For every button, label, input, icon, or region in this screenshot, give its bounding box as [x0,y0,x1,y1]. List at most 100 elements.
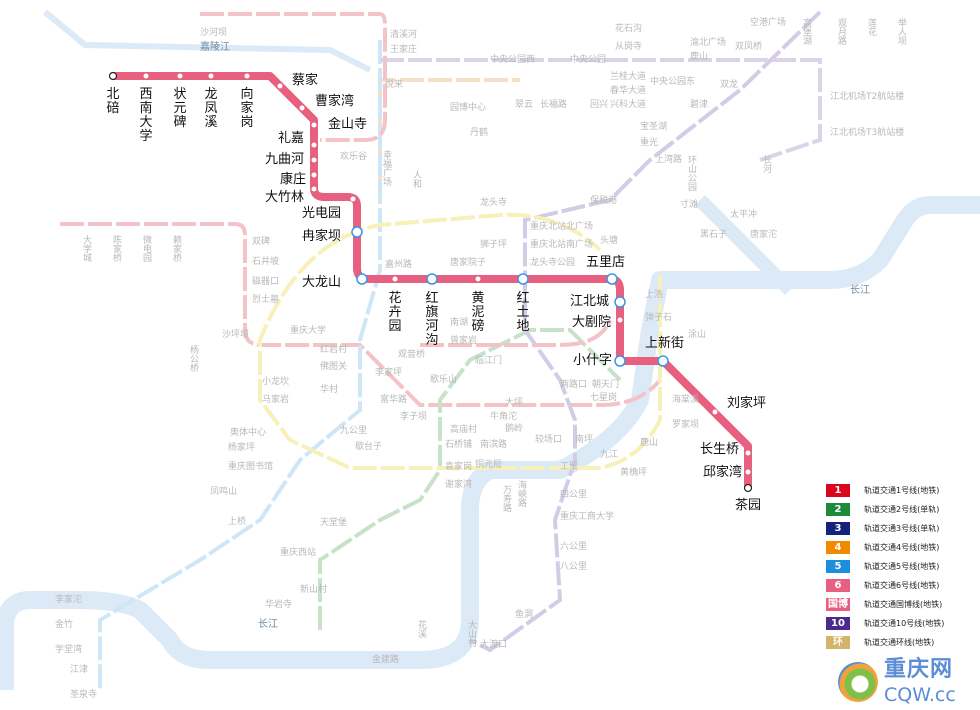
station-label[interactable]: 光电园 [302,206,342,221]
background-station-label: 海棠溪 [672,395,700,405]
station-label[interactable]: 曹家湾 [315,94,355,109]
background-station-label: 园博中心 [450,103,487,113]
station-label[interactable]: 黄泥磅 [471,291,485,334]
legend-label: 轨道交通3号线(单轨) [864,524,940,533]
background-station-label: 江北机场T2航站楼 [830,92,905,102]
station-marker [311,142,317,148]
background-station-label: 高堡湖 [801,18,811,45]
station-label[interactable]: 龙凤溪 [204,87,218,130]
station-label[interactable]: 红土地 [516,291,530,334]
line10-bg [380,58,822,162]
background-station-label: 重庆北站南广场 [530,240,594,250]
background-station-label: 富华路 [380,395,408,405]
station-label[interactable]: 江北城 [570,294,610,309]
station-label[interactable]: 邱家湾 [703,465,743,480]
station-label[interactable]: 花卉园 [388,291,402,334]
background-station-label: 上桥 [228,517,247,527]
background-station-label: 鹿山 [640,438,659,448]
line-badge: 4 [826,541,850,554]
background-station-label: 重庆大学 [290,326,327,336]
background-station-label: 李子坝 [400,412,428,422]
background-station-label: 寸滩 [680,200,699,210]
background-station-label: 双碑 [252,237,271,247]
station-marker [311,172,317,178]
logo-icon [838,662,878,702]
station-label[interactable]: 大剧院 [572,315,612,330]
station-label[interactable]: 长生桥 [700,442,740,457]
river-label: 长江 [258,619,278,630]
station-marker [311,186,317,192]
background-station-label: 九公里 [340,426,368,436]
background-station-label: 黑石子 [700,230,728,240]
river-label: 嘉陵江 [200,42,230,53]
line-badge: 10 [826,617,850,630]
line5-bg [98,40,382,690]
station-marker [745,450,751,456]
station-label[interactable]: 大龙山 [302,275,342,290]
station-marker [657,355,669,367]
station-label[interactable]: 礼嘉 [278,131,305,146]
station-marker [299,105,305,111]
background-station-label: 鱼洞 [515,610,534,620]
background-station-label: 弹子石 [645,313,673,323]
station-label[interactable]: 康庄 [280,172,307,187]
logo-text-en: CQW.cc [884,684,956,706]
station-marker [743,483,753,493]
background-station-label: 唐家沱 [750,230,778,240]
background-station-label: 南滨路 [480,440,508,450]
station-label[interactable]: 北碚 [106,87,120,116]
background-station-label: 中央公园东 [650,77,696,87]
background-station-label: 幸福广场 [381,150,391,186]
background-station-label: 大坪 [505,398,524,408]
station-label[interactable]: 向家岗 [240,87,254,130]
station-label[interactable]: 上新街 [645,336,685,351]
background-station-label: 罗家坝 [672,420,700,430]
station-label[interactable]: 大竹林 [265,190,305,205]
station-label[interactable]: 蔡家 [292,73,319,88]
ring-bg [258,212,662,470]
background-station-label: 四公里 [560,490,588,500]
legend-label: 轨道交通5号线(地铁) [864,562,940,571]
legend-item: 环轨道交通环线(地铁) [826,633,944,652]
legend-label: 轨道交通环线(地铁) [864,638,935,647]
station-label[interactable]: 茶园 [735,498,762,513]
station-label[interactable]: 西南大学 [139,87,153,144]
station-marker [617,317,623,323]
background-station-label: 杨家坪 [228,443,256,453]
background-station-label: 红岩村 [320,345,348,355]
station-marker [745,469,751,475]
background-station-label: 人和 [411,170,421,188]
station-label[interactable]: 金山寺 [328,117,368,132]
station-label[interactable]: 红旗河沟 [425,291,439,348]
background-station-label: 天堂堡 [320,518,348,528]
background-station-label: 悦来 [385,80,404,90]
background-station-label: 双龙 [720,80,739,90]
background-station-label: 龙头寺公园 [530,258,576,268]
station-marker [350,196,356,202]
background-station-label: 大渡口 [480,640,508,650]
station-label[interactable]: 冉家坝 [302,229,342,244]
station-label[interactable]: 小什字 [573,353,613,368]
background-station-label: 从岗寺 [615,42,643,52]
legend-item: 国博轨道交通国博线(地铁) [826,595,944,614]
background-station-label: 春华大道 [610,86,647,96]
background-station-label: 曾家岩 [450,336,478,346]
background-station-label: 圣泉寺 [70,690,98,700]
background-station-label: 龙头寺 [480,198,508,208]
station-label[interactable]: 刘家坪 [727,396,767,411]
background-station-label: 重庆西站 [280,548,317,558]
station-label[interactable]: 五里店 [586,255,626,270]
background-station-label: 重光 [640,138,659,148]
background-station-label: 翠云 [515,100,534,110]
line-badge: 5 [826,560,850,573]
station-marker [177,73,183,79]
station-label[interactable]: 状元碑 [173,87,187,130]
background-station-label: 花石沟 [615,24,643,34]
background-station-label: 两路口 [560,380,588,390]
background-station-label: 金竹 [55,620,74,630]
background-station-label: 李家坪 [375,368,403,378]
background-station-label: 朝天门 [592,380,620,390]
station-label[interactable]: 九曲河 [265,152,305,167]
background-station-label: 烈士墓 [252,295,280,305]
